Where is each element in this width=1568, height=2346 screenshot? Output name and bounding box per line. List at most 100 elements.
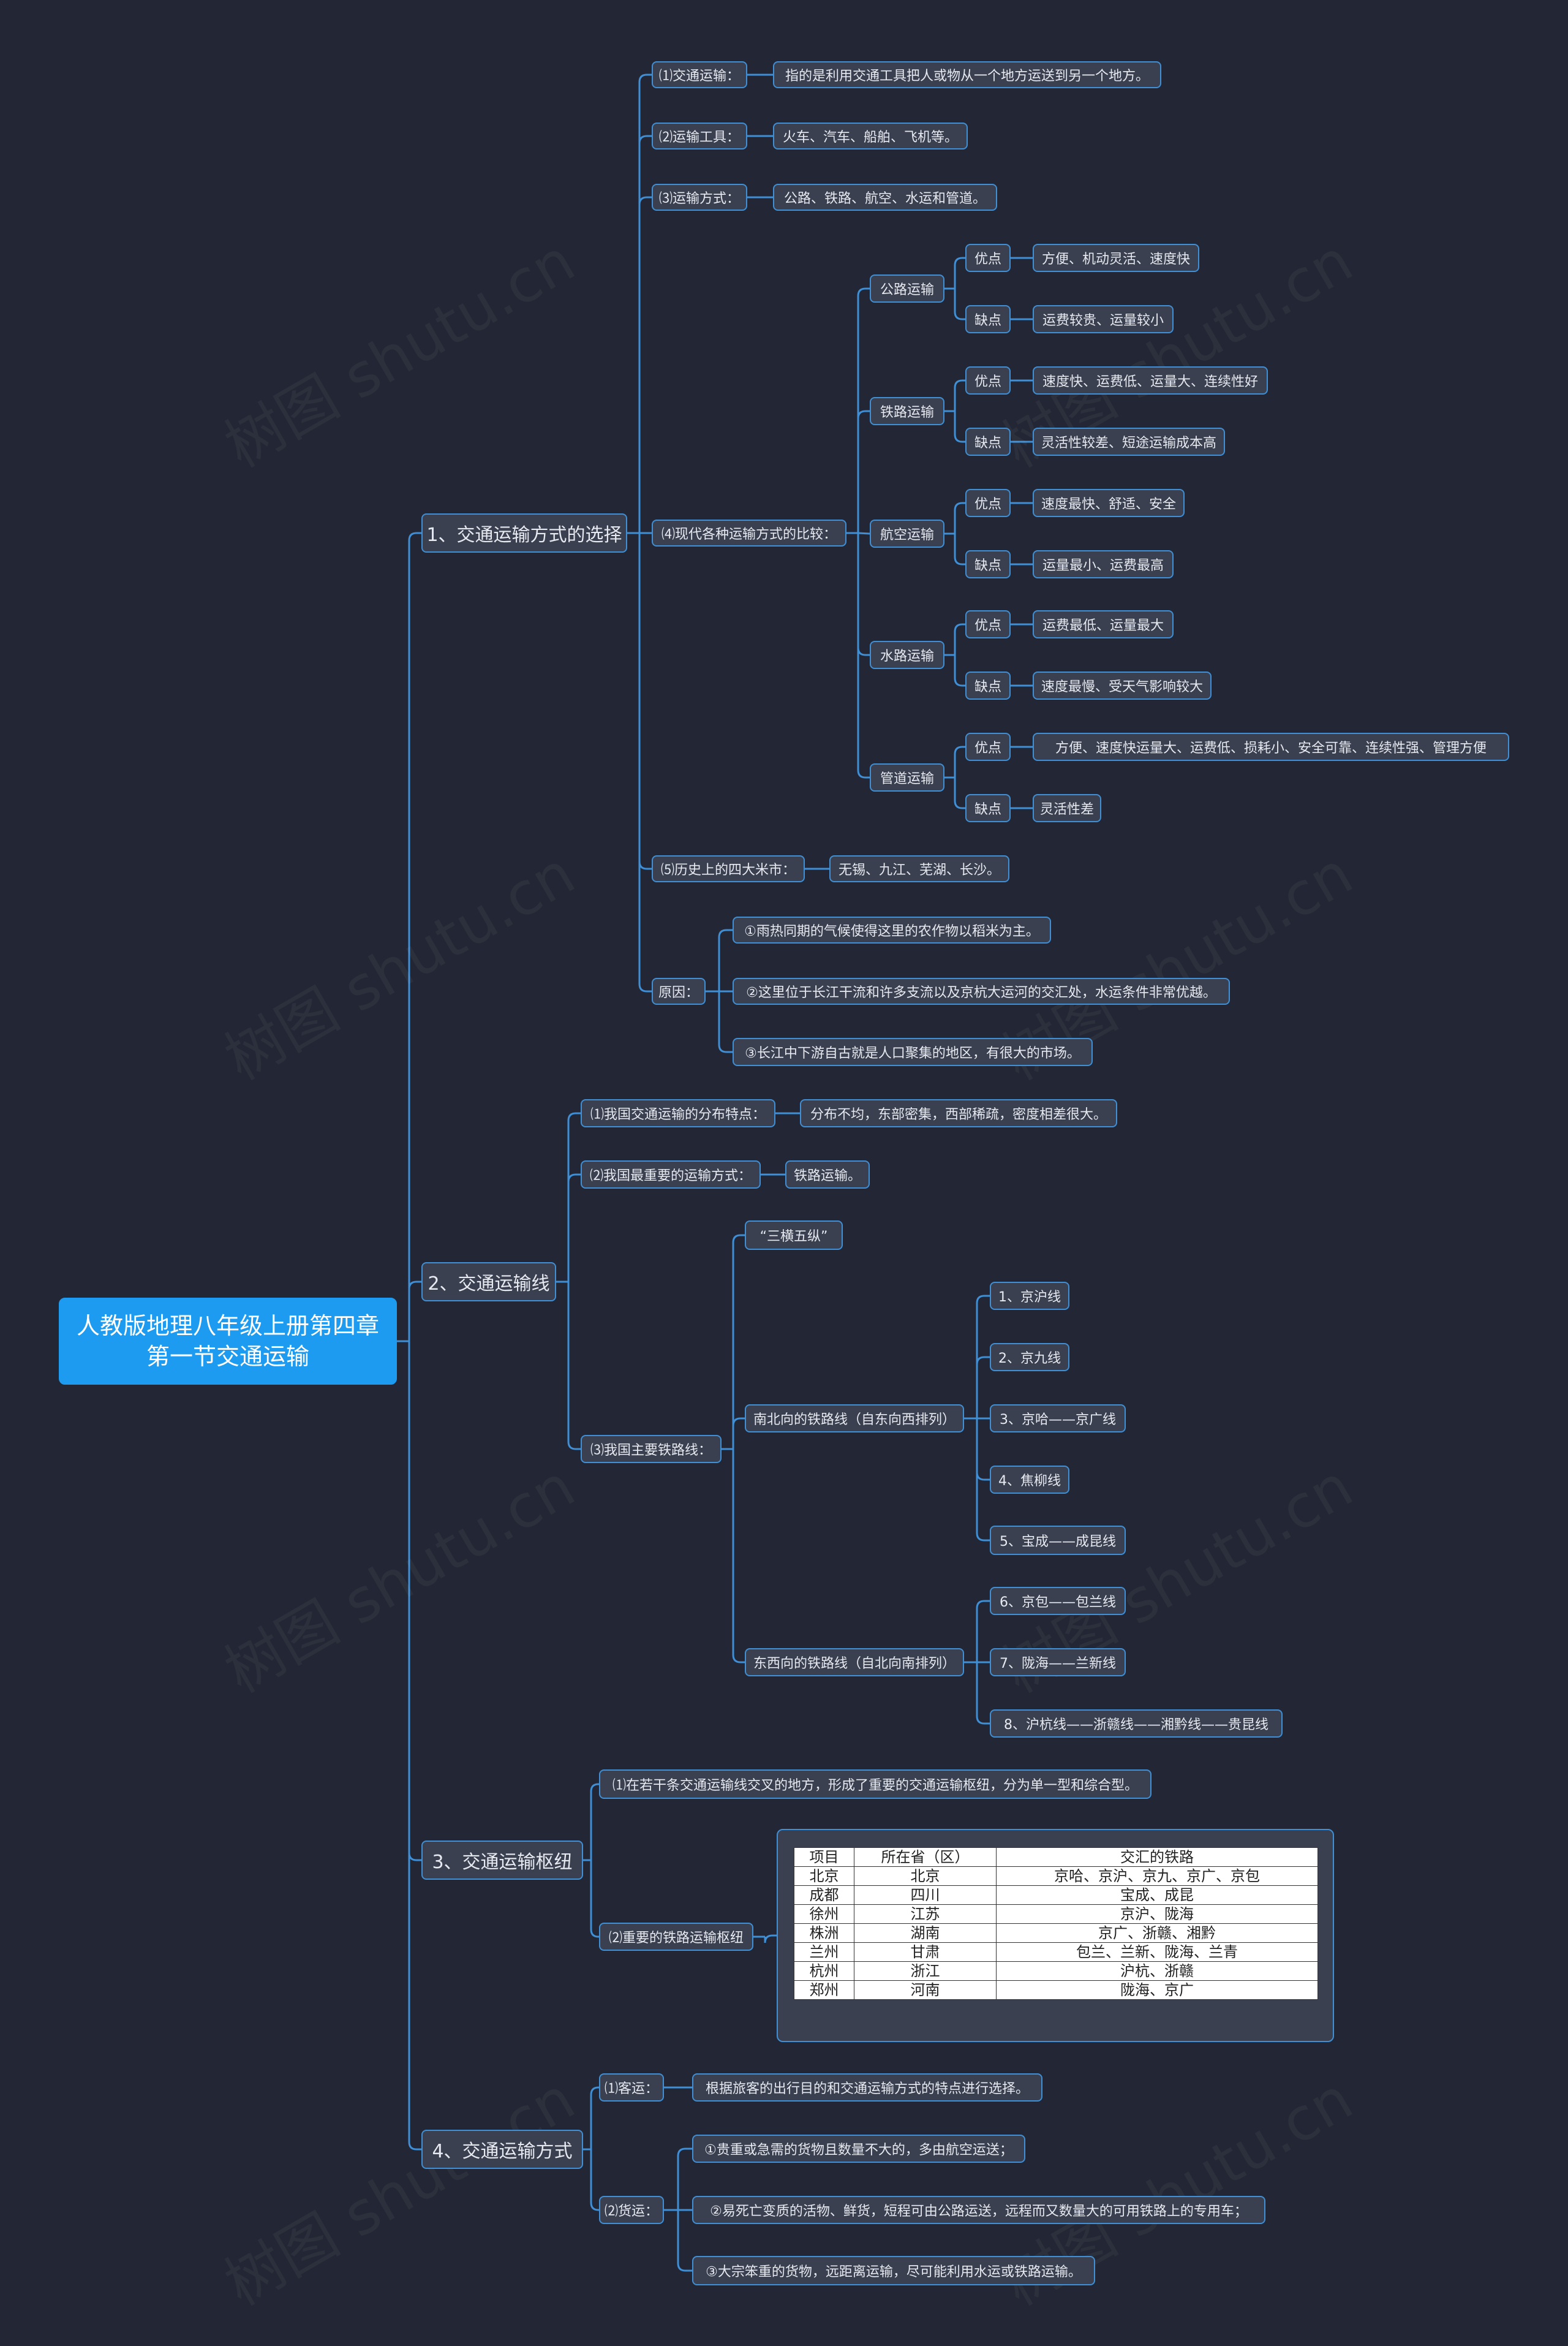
connector-line xyxy=(944,502,965,566)
freight-item[interactable]: ②易死亡变质的活物、鲜货，短程可由公路运送，远程而又数量大的可用铁路上的专用车； xyxy=(692,2196,1265,2224)
s2-item-value[interactable]: 分布不均，东部密集，西部稀疏，密度相差很大。 xyxy=(800,1099,1117,1127)
s4-item-value[interactable]: 根据旅客的出行目的和交通运输方式的特点进行选择。 xyxy=(692,2073,1042,2102)
s1-item-label[interactable]: ⑴交通运输： xyxy=(652,61,747,88)
connector-line xyxy=(722,1234,745,1663)
s1-item-value[interactable]: 无锡、九江、芜湖、长沙。 xyxy=(829,855,1009,882)
table-row: 株洲湖南京广、浙赣、湘黔 xyxy=(794,1923,1318,1943)
table-cell: 成都 xyxy=(794,1885,854,1905)
section-3-title[interactable]: 3、交通运输枢纽 xyxy=(421,1841,583,1880)
mode-air[interactable]: 航空运输 xyxy=(870,520,944,548)
table-header-cell: 项目 xyxy=(794,1847,854,1867)
s3-item-label[interactable]: ⑴在若干条交通运输线交叉的地方，形成了重要的交通运输枢纽，分为单一型和综合型。 xyxy=(599,1769,1152,1799)
s2-item-label[interactable]: ⑴我国交通运输的分布特点： xyxy=(581,1099,775,1127)
table-cell: 包兰、兰新、陇海、兰青 xyxy=(996,1942,1318,1962)
table-row: 成都四川宝成、成昆 xyxy=(794,1885,1318,1905)
s1-item-label[interactable]: ⑸历史上的四大米市： xyxy=(652,855,805,882)
connector-line xyxy=(944,257,965,320)
rail-line[interactable]: 2、京九线 xyxy=(990,1343,1069,1371)
table-header-cell: 交汇的铁路 xyxy=(996,1847,1318,1867)
s1-item-label[interactable]: ⑵运输工具： xyxy=(652,123,747,149)
table-cell: 湖南 xyxy=(854,1923,997,1943)
s4-item-label[interactable]: ⑵货运： xyxy=(599,2196,664,2224)
connector-line xyxy=(964,1600,990,1725)
s1-item-value[interactable]: 火车、汽车、船舶、飞机等。 xyxy=(773,123,968,149)
con-value[interactable]: 灵活性差 xyxy=(1033,794,1101,822)
s1-item-value[interactable]: 公路、铁路、航空、水运和管道。 xyxy=(773,184,997,211)
table-cell: 陇海、京广 xyxy=(996,1980,1318,2000)
s1-reason-label[interactable]: 原因： xyxy=(652,978,706,1005)
con-label[interactable]: 缺点 xyxy=(965,550,1011,578)
s1-item-label[interactable]: ⑶运输方式： xyxy=(652,184,747,211)
pro-value[interactable]: 运费最低、运量最大 xyxy=(1033,610,1174,638)
table-cell: 京沪、陇海 xyxy=(996,1904,1318,1924)
table-row: 郑州河南陇海、京广 xyxy=(794,1980,1318,2000)
pro-value[interactable]: 方便、速度快运量大、运费低、损耗小、安全可靠、连续性强、管理方便 xyxy=(1033,733,1509,761)
con-value[interactable]: 速度最慢、受天气影响较大 xyxy=(1033,672,1212,700)
table-row: 徐州江苏京沪、陇海 xyxy=(794,1904,1318,1924)
mode-road[interactable]: 公路运输 xyxy=(870,274,944,303)
railway-hub-table: 项目 所在省（区） 交汇的铁路 北京北京京哈、京沪、京九、京广、京包 成都四川宝… xyxy=(794,1847,1318,2000)
table-cell: 浙江 xyxy=(854,1961,997,1981)
con-value[interactable]: 灵活性较差、短途运输成本高 xyxy=(1033,428,1225,456)
con-label[interactable]: 缺点 xyxy=(965,794,1011,822)
connector-line xyxy=(583,2086,599,2211)
s4-item-label[interactable]: ⑴客运： xyxy=(599,2073,664,2102)
rail-line[interactable]: 7、陇海——兰新线 xyxy=(990,1648,1126,1676)
rail-line[interactable]: 1、京沪线 xyxy=(990,1282,1069,1310)
connector-line xyxy=(627,74,652,993)
table-cell: 徐州 xyxy=(794,1904,854,1924)
rail-line[interactable]: 4、焦柳线 xyxy=(990,1466,1069,1494)
rail-line[interactable]: 8、沪杭线——浙赣线——湘黔线——贵昆线 xyxy=(990,1709,1283,1738)
connector-line xyxy=(944,746,965,809)
rail-line[interactable]: 5、宝成——成昆线 xyxy=(990,1526,1126,1555)
north-south-lines-label[interactable]: 南北向的铁路线（自东向西排列） xyxy=(745,1404,964,1432)
s2-rail-label[interactable]: ⑶我国主要铁路线： xyxy=(581,1435,722,1463)
reason-item[interactable]: ③长江中下游自古就是人口聚集的地区，有很大的市场。 xyxy=(733,1038,1093,1066)
root-topic[interactable]: 人教版地理八年级上册第四章第一节交通运输 xyxy=(59,1298,397,1385)
s1-item-value[interactable]: 指的是利用交通工具把人或物从一个地方运送到另一个地方。 xyxy=(773,61,1161,88)
rail-line[interactable]: 6、京包——包兰线 xyxy=(990,1587,1126,1615)
freight-item[interactable]: ①贵重或急需的货物且数量不大的，多由航空运送； xyxy=(692,2135,1025,2163)
mode-water[interactable]: 水路运输 xyxy=(870,641,944,669)
pro-value[interactable]: 速度快、运费低、运量大、连续性好 xyxy=(1033,366,1268,395)
con-value[interactable]: 运量最小、运费最高 xyxy=(1033,550,1174,578)
pro-label[interactable]: 优点 xyxy=(965,489,1011,517)
table-cell: 北京 xyxy=(854,1866,997,1886)
pro-label[interactable]: 优点 xyxy=(965,610,1011,638)
con-value[interactable]: 运费较贵、运量较小 xyxy=(1033,305,1174,333)
table-cell: 河南 xyxy=(854,1980,997,2000)
connector-line xyxy=(397,532,421,2151)
reason-item[interactable]: ①雨热同期的气候使得这里的农作物以稻米为主。 xyxy=(733,917,1051,944)
mode-rail[interactable]: 铁路运输 xyxy=(870,397,944,425)
pro-value[interactable]: 方便、机动灵活、速度快 xyxy=(1033,244,1199,272)
section-4-title[interactable]: 4、交通运输方式 xyxy=(421,2130,583,2169)
reason-item[interactable]: ②这里位于长江干流和许多支流以及京杭大运河的交汇处，水运条件非常优越。 xyxy=(733,978,1230,1005)
pro-label[interactable]: 优点 xyxy=(965,366,1011,395)
pro-label[interactable]: 优点 xyxy=(965,244,1011,272)
section-2-title[interactable]: 2、交通运输线 xyxy=(421,1262,556,1301)
connector-line xyxy=(706,929,733,1053)
connector-line xyxy=(556,1112,581,1450)
east-west-lines-label[interactable]: 东西向的铁路线（自北向南排列） xyxy=(745,1648,964,1676)
s2-item-label[interactable]: ⑵我国最重要的运输方式： xyxy=(581,1160,761,1189)
con-label[interactable]: 缺点 xyxy=(965,672,1011,700)
s1-comparison-label[interactable]: ⑷现代各种运输方式的比较： xyxy=(652,520,846,547)
pro-label[interactable]: 优点 xyxy=(965,733,1011,761)
con-label[interactable]: 缺点 xyxy=(965,305,1011,333)
freight-item[interactable]: ③大宗笨重的货物，远距离运输，尽可能利用水运或铁路运输。 xyxy=(692,2256,1095,2285)
three-horizontal-five-vertical[interactable]: “三横五纵” xyxy=(745,1220,843,1250)
pro-value[interactable]: 速度最快、舒适、安全 xyxy=(1033,489,1185,517)
s2-item-value[interactable]: 铁路运输。 xyxy=(785,1160,870,1189)
table-cell: 兰州 xyxy=(794,1942,854,1962)
table-row: 兰州甘肃包兰、兰新、陇海、兰青 xyxy=(794,1942,1318,1962)
table-cell: 江苏 xyxy=(854,1904,997,1924)
table-header-row: 项目 所在省（区） 交汇的铁路 xyxy=(794,1847,1318,1867)
s3-item-label[interactable]: ⑵重要的铁路运输枢纽 xyxy=(599,1923,753,1951)
con-label[interactable]: 缺点 xyxy=(965,428,1011,456)
mode-pipeline[interactable]: 管道运输 xyxy=(870,763,944,792)
section-1-title[interactable]: 1、交通运输方式的选择 xyxy=(421,513,627,553)
table-cell: 沪杭、浙赣 xyxy=(996,1961,1318,1981)
connector-line xyxy=(583,1783,599,1938)
rail-line[interactable]: 3、京哈——京广线 xyxy=(990,1404,1126,1432)
